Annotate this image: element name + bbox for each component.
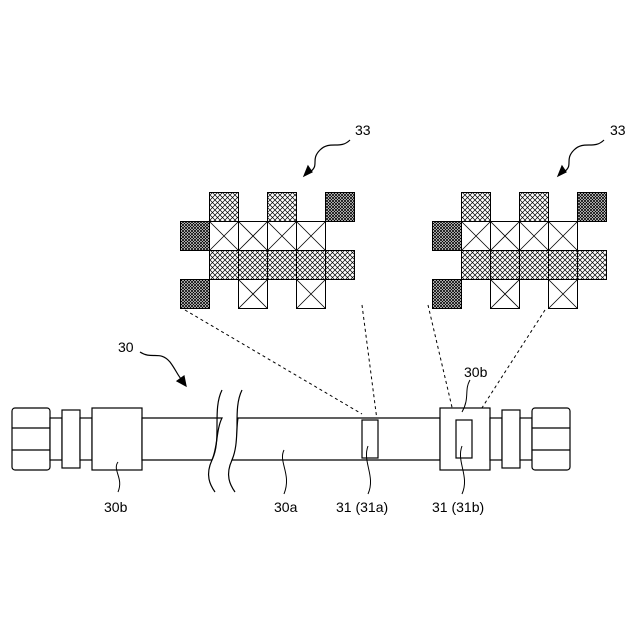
label-hose: 30 (118, 339, 134, 355)
code-cell-crosshatch (210, 193, 239, 222)
label-code-left: 33 (355, 122, 371, 138)
code-cell-crosshatch (578, 251, 607, 280)
leader-arrow-code-right (558, 140, 604, 176)
leader-arrow-hose (140, 352, 186, 386)
code-cell-crosshatch (520, 193, 549, 222)
code-pattern-left (181, 193, 355, 309)
label-body: 30a (274, 499, 298, 515)
left-fitting (92, 408, 142, 470)
code-cell-dense (326, 193, 355, 222)
left-ring-1 (50, 418, 62, 460)
left-nut (12, 408, 50, 470)
marker-31b (456, 420, 472, 458)
code-cell-crosshatch (549, 251, 578, 280)
code-cell-dense (181, 280, 210, 309)
code-cell-dense (578, 193, 607, 222)
code-cell-dense (181, 222, 210, 251)
hose-assembly (12, 390, 570, 492)
code-cell-crosshatch (210, 251, 239, 280)
right-ring-1 (490, 418, 502, 460)
label-fitting-right: 30b (464, 364, 488, 380)
label-marker-b: 31 (31b) (432, 499, 484, 515)
code-pattern-right (433, 193, 607, 309)
code-cell-dense (433, 222, 462, 251)
code-cell-crosshatch (326, 251, 355, 280)
projection-lines (185, 305, 545, 420)
leader-arrow-code-left (304, 140, 350, 176)
code-cell-crosshatch (297, 251, 326, 280)
label-code-right: 33 (610, 122, 626, 138)
code-cell-crosshatch (462, 251, 491, 280)
marker-31a (362, 420, 378, 458)
hose-body-right (232, 418, 440, 460)
code-cell-dense (433, 280, 462, 309)
code-cell-crosshatch (268, 193, 297, 222)
code-cell-crosshatch (268, 251, 297, 280)
left-ring-2 (62, 410, 80, 468)
label-marker-a: 31 (31a) (336, 499, 388, 515)
code-cell-crosshatch (462, 193, 491, 222)
code-cell-crosshatch (491, 251, 520, 280)
right-ring-2 (502, 410, 520, 468)
label-fitting-left: 30b (104, 499, 128, 515)
left-ring-3 (80, 418, 92, 460)
right-ring-3 (520, 418, 532, 460)
hose-body-left (142, 418, 222, 460)
code-cell-crosshatch (520, 251, 549, 280)
code-cell-crosshatch (239, 251, 268, 280)
right-nut (532, 408, 570, 470)
